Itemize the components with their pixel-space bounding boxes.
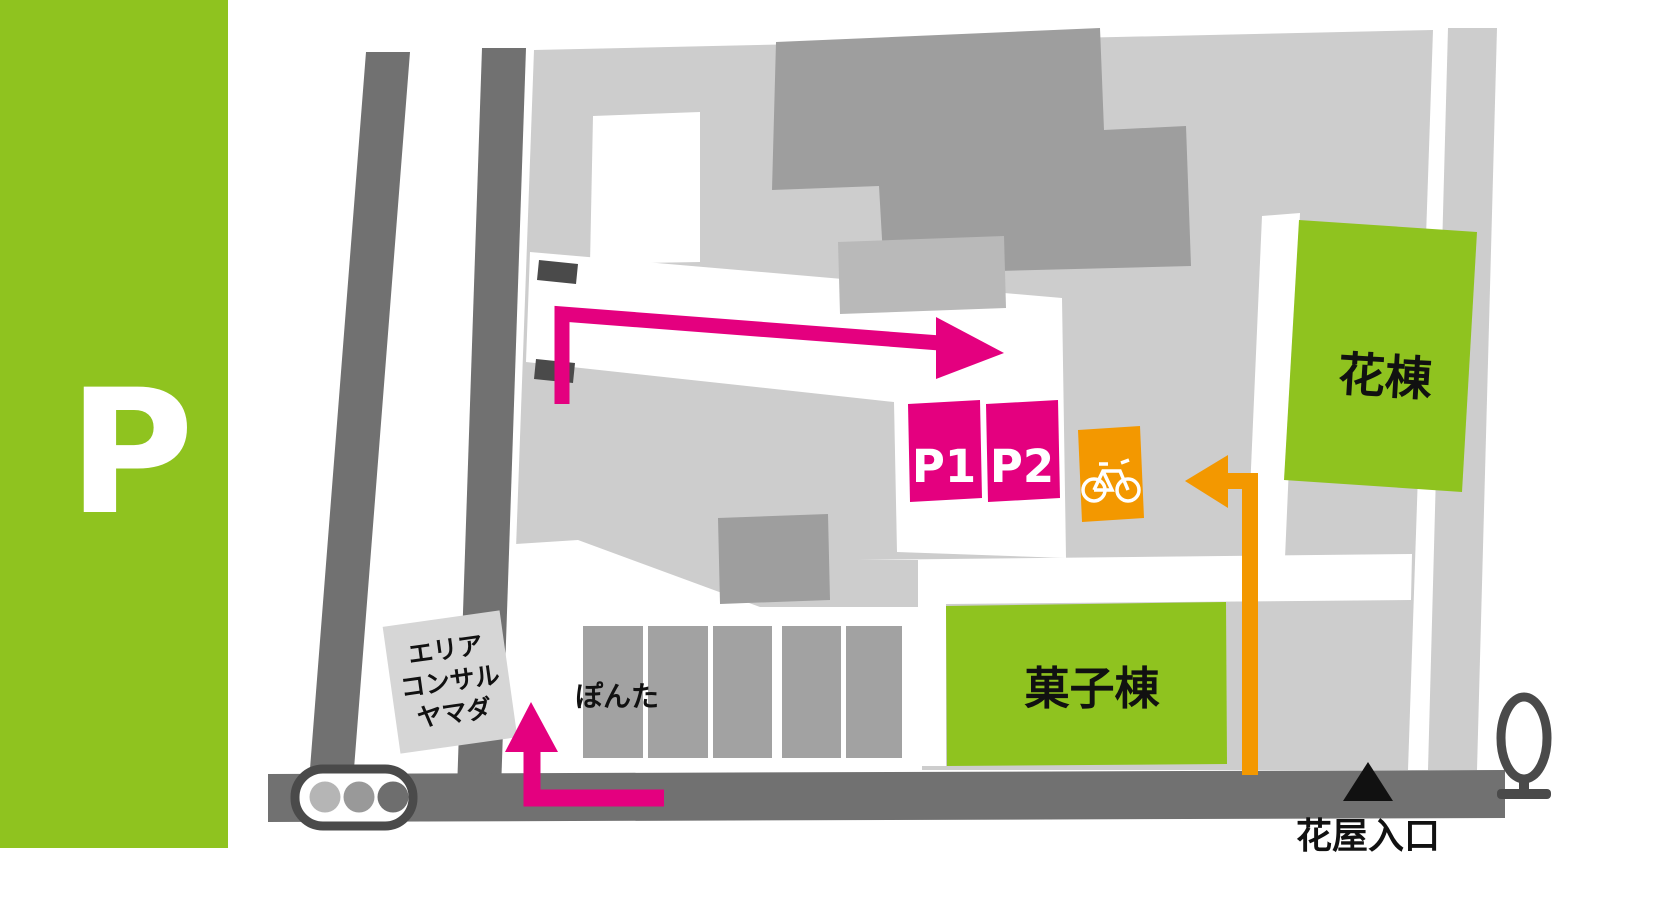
traffic-light-lamp [343, 781, 375, 813]
p1-label: P1 [912, 440, 976, 493]
bicycle-route-arrow-head [1185, 455, 1228, 508]
parking-symbol: P [68, 352, 194, 553]
traffic-light-icon [290, 764, 418, 831]
mid-building [718, 514, 830, 604]
left-road [306, 52, 410, 820]
traffic-light-lamp [309, 781, 341, 813]
mirror-head [1496, 692, 1552, 784]
bicycle-parking-block [1078, 426, 1144, 522]
flower-building-label: 花棟 [1336, 347, 1434, 408]
p2-parking-block [986, 400, 1060, 502]
curve-mirror-icon [1496, 692, 1552, 799]
parking-stall [846, 626, 902, 758]
car-entry-arrow-head [505, 702, 558, 752]
confectionery-building [946, 602, 1227, 766]
bicycle-route [1185, 455, 1258, 775]
large-building-block [772, 28, 1191, 274]
entrance-triangle-marker [1343, 762, 1393, 801]
map-buildings [583, 28, 1191, 758]
confectionery-building-label: 菓子棟 [1024, 662, 1160, 715]
p2-label: P2 [990, 440, 1054, 493]
p1-parking-block [908, 400, 982, 502]
green-buildings [946, 220, 1477, 766]
gate-post [537, 260, 578, 284]
car-entry-arrow-shaft [523, 748, 664, 807]
parking-blocks: P1 P2 [908, 400, 1144, 522]
small-building-annex [838, 236, 1006, 314]
car-route-arrow-shaft [554, 305, 941, 404]
area-consul-building: エリア コンサル ヤマダ [382, 610, 518, 754]
street-top-notch [590, 112, 700, 264]
traffic-light-lamp [377, 781, 409, 813]
parking-stall [583, 626, 643, 758]
parking-sidebar-panel [0, 0, 228, 848]
car-route [505, 305, 1004, 807]
parking-stall [648, 626, 708, 758]
area-consul-block [382, 610, 518, 754]
entrance-label: 花屋入口 [1296, 816, 1440, 857]
parking-stall [713, 626, 772, 758]
bicycle-icon [1081, 458, 1141, 503]
ponta-label: ぽんた [575, 680, 659, 713]
bicycle-route-arrow-shaft [1227, 473, 1258, 775]
main-road [268, 770, 1505, 822]
ponta-parking-stalls [583, 626, 902, 758]
flower-building [1284, 220, 1477, 492]
confectionery-street [858, 554, 1412, 766]
car-route-arrow-head [936, 317, 1004, 379]
mirror-base [1497, 789, 1551, 799]
parking-stall [782, 626, 841, 758]
